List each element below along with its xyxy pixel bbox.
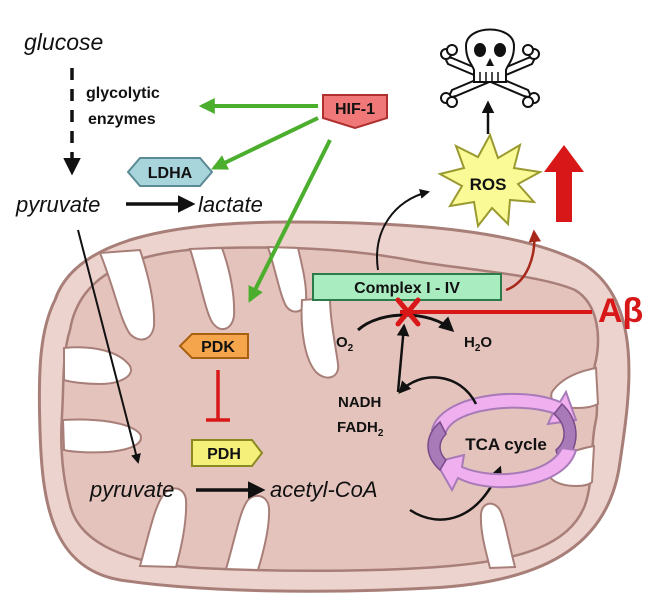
tca-cycle-label: TCA cycle xyxy=(465,435,547,454)
abeta-label: Aβ xyxy=(598,292,643,330)
skull-crossbones-icon xyxy=(440,28,540,108)
tca-to-nadh-arrow xyxy=(398,376,478,405)
pdk-label: PDK xyxy=(201,339,235,356)
acetyl-coa-label: acetyl-CoA xyxy=(270,477,378,502)
nadh-to-etc-arrow xyxy=(396,323,410,393)
glycolytic-enzymes-label: glycolytic xyxy=(86,85,160,102)
pdk-inhibits-pdh xyxy=(206,370,230,422)
hif1-label: HIF-1 xyxy=(335,101,375,118)
ldha-node: LDHA xyxy=(126,157,214,187)
nadh-label: NADH xyxy=(338,394,381,411)
tca-left-arc xyxy=(427,420,447,472)
complex-to-ros-arrow xyxy=(376,189,430,271)
cristae-folds xyxy=(61,245,600,572)
lactate-label: lactate xyxy=(198,192,263,217)
hif1-activation-arrows xyxy=(198,98,332,303)
ldha-label: LDHA xyxy=(148,165,193,182)
h2o-label: H2O xyxy=(464,334,492,354)
pdh-label: PDH xyxy=(207,446,241,463)
pdk-node: PDK xyxy=(178,333,249,359)
ros-burst: ROS xyxy=(437,132,544,229)
red-x-icon xyxy=(395,297,421,327)
pyruvate-cytosol-label: pyruvate xyxy=(15,192,100,217)
tca-cycle: TCA cycle xyxy=(427,389,578,493)
glycolytic-enzymes-label-line2: enzymes xyxy=(88,111,156,128)
pyruvate-matrix-label: pyruvate xyxy=(89,477,174,502)
fadh2-label: FADH2 xyxy=(337,419,384,439)
hif1-to-pdk-arrow xyxy=(248,139,332,303)
glucose-label: glucose xyxy=(24,29,103,55)
ros-label: ROS xyxy=(470,175,507,194)
complex-label: Complex I - IV xyxy=(354,280,460,297)
pyruvate-transport-arrow xyxy=(77,229,141,464)
tca-top-arrow xyxy=(430,389,578,434)
tca-bottom-arrow xyxy=(434,446,578,493)
complex-to-up-arrow-dark-red xyxy=(505,229,542,292)
hif1-to-ldha-arrow xyxy=(211,116,319,170)
mitochondrion xyxy=(37,220,631,593)
complex-i-iv-node: Complex I - IV xyxy=(312,273,502,301)
pdh-node: PDH xyxy=(191,439,264,467)
hif1-node: HIF-1 xyxy=(322,94,388,130)
o2-label: O2 xyxy=(336,334,354,354)
up-arrow-icon xyxy=(544,145,584,222)
